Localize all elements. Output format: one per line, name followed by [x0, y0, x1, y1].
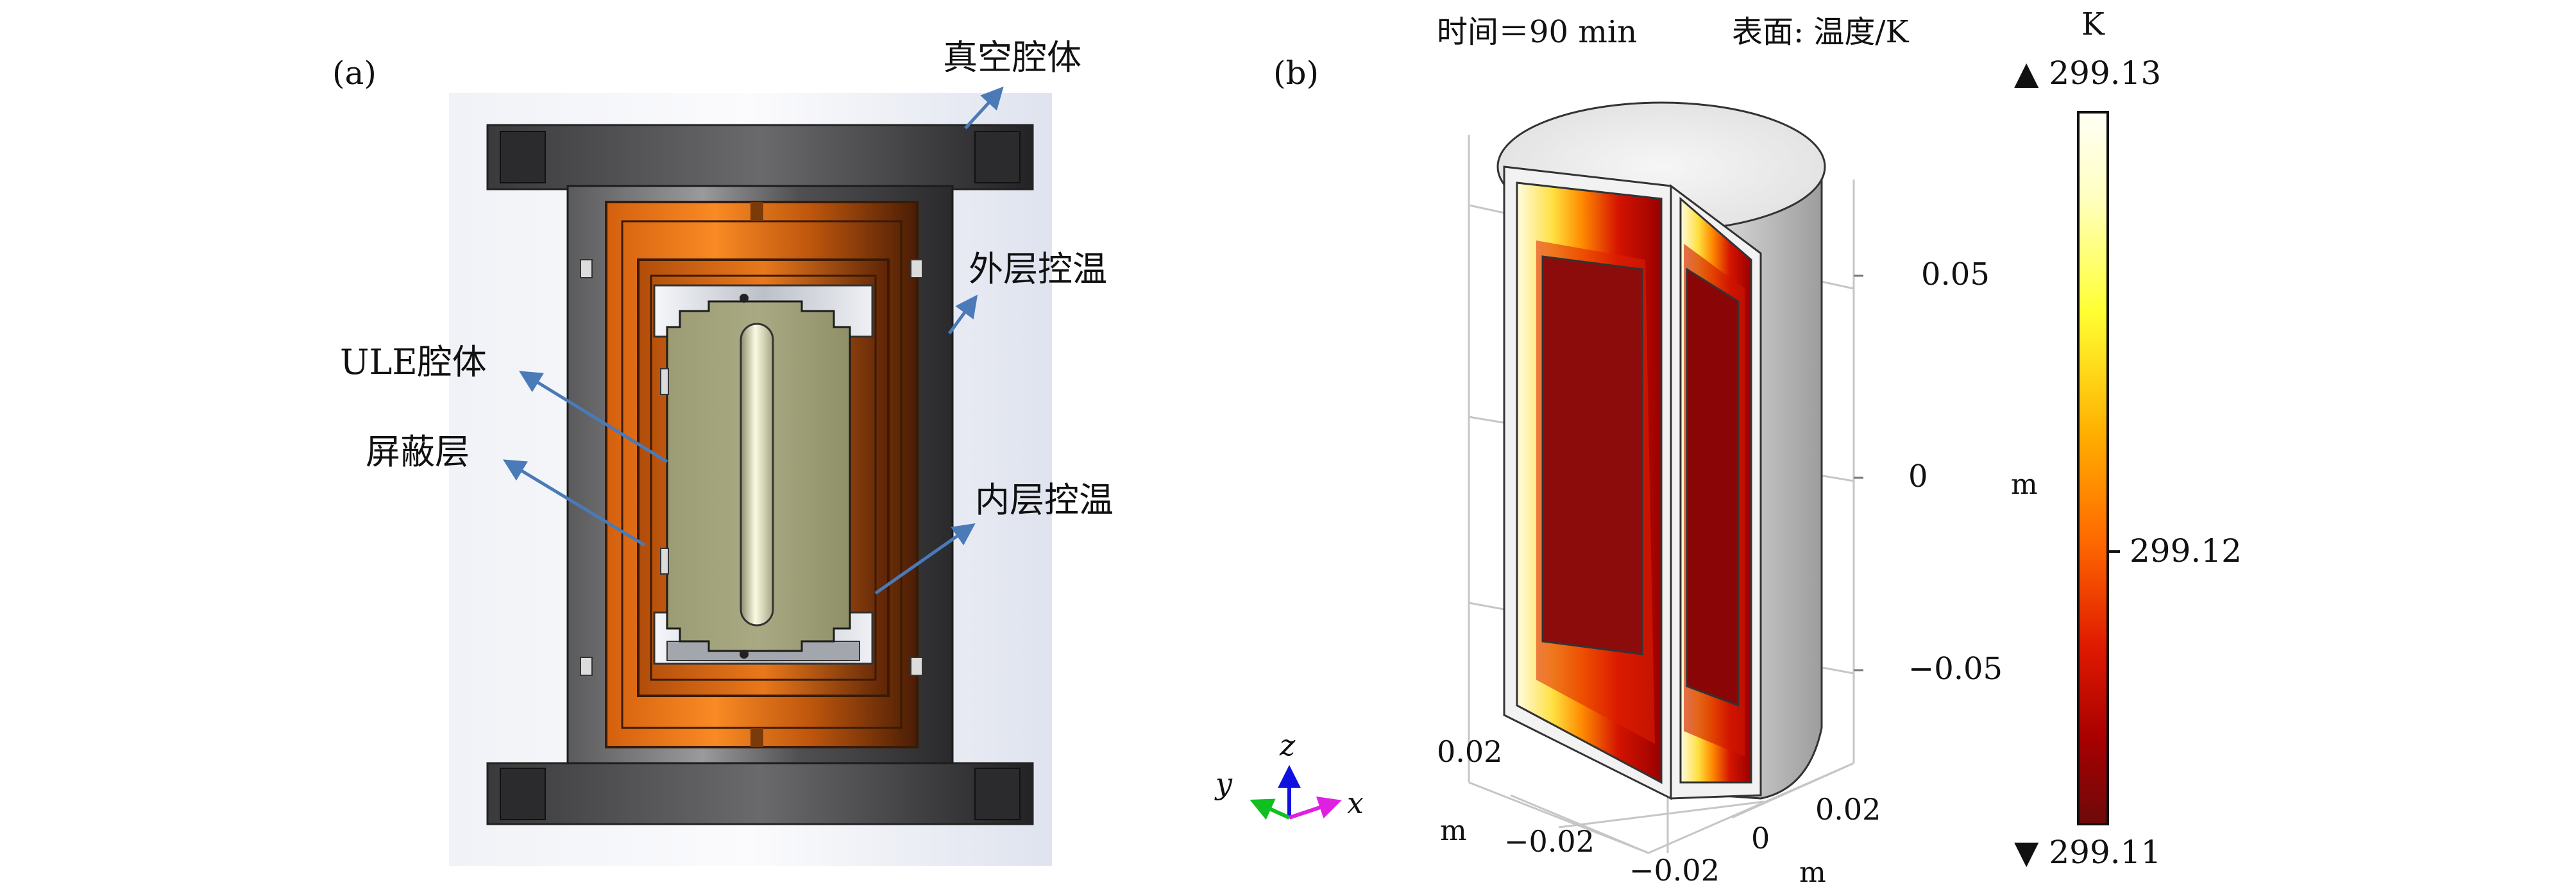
base-tick-center-left: −0.02: [1629, 853, 1720, 888]
base-unit-left: m: [1440, 814, 1467, 847]
panel-b-label: (b): [1273, 55, 1319, 92]
z-tick-low: −0.05: [1908, 651, 2003, 687]
ule-region-left: [1541, 255, 1643, 655]
base-tick-center-zero: 0: [1751, 821, 1770, 856]
z-tick-high: 0.05: [1921, 257, 1990, 292]
callout-shield: 屏蔽层: [366, 432, 470, 472]
panel-a: [449, 86, 1052, 866]
axis-triad: [1250, 764, 1342, 820]
panel-a-label: (a): [332, 55, 377, 92]
panel-b: [1250, 101, 2120, 854]
colorbar-min: ▼ 299.11: [2014, 834, 2162, 871]
callout-vacuum-chamber: 真空腔体: [943, 37, 1081, 78]
triad-y-label: y: [1216, 766, 1232, 801]
colorbar-mid: 299.12: [2130, 532, 2242, 569]
z-axis-unit: m: [2011, 468, 2038, 501]
base-unit-right: m: [1799, 856, 1826, 889]
ule-region-right: [1686, 267, 1740, 707]
callout-arrows: [503, 86, 1004, 595]
plot-time-title: 时间＝90 min: [1437, 14, 1638, 50]
z-tick-zero: 0: [1908, 459, 1928, 494]
base-tick-left-top: 0.02: [1437, 734, 1503, 769]
base-tick-left-mid: −0.02: [1504, 824, 1595, 859]
colorbar-gradient: [2077, 111, 2109, 825]
triad-z-label: z: [1280, 728, 1296, 763]
base-tick-right: 0.02: [1815, 792, 1881, 827]
callout-outer-temp: 外层控温: [969, 249, 1107, 289]
plot-surface-title: 表面: 温度/K: [1732, 14, 1909, 50]
ule-spacer-rod: [740, 323, 774, 627]
callout-ule-cavity: ULE腔体: [340, 342, 487, 382]
colorbar-max: ▲ 299.13: [2014, 55, 2162, 92]
top-flange: [486, 124, 1034, 190]
colorbar-unit: K: [2081, 6, 2105, 42]
side-clips: [580, 259, 923, 676]
callout-inner-temp: 内层控温: [975, 480, 1114, 520]
triad-x-label: x: [1347, 786, 1364, 820]
bottom-flange: [486, 762, 1034, 825]
